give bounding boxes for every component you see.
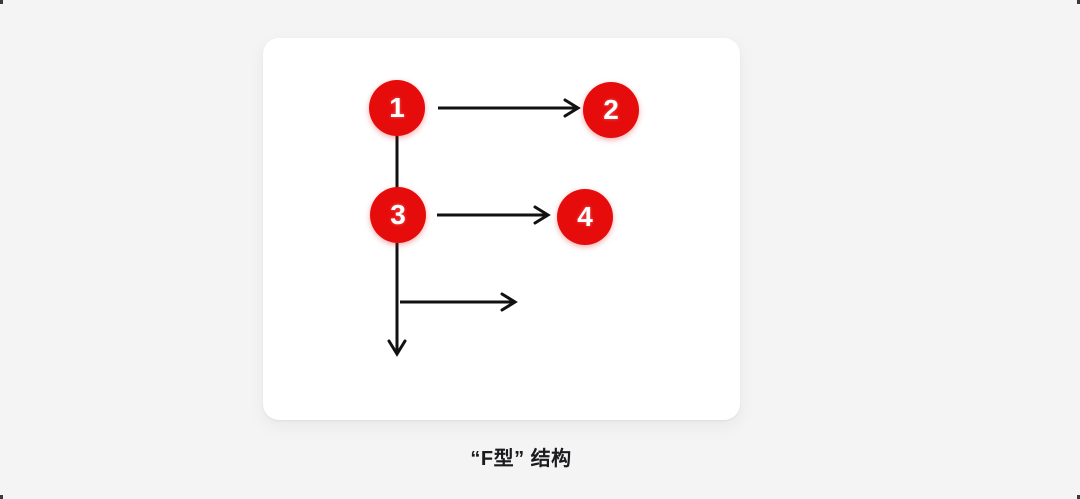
node-4: 4	[557, 189, 613, 245]
node-1: 1	[369, 80, 425, 136]
screen-corner-artifact	[1077, 0, 1080, 4]
screen-corner-artifact	[0, 0, 3, 4]
screen-corner-artifact	[0, 495, 3, 499]
screen-corner-artifact	[1077, 495, 1080, 499]
diagram-card	[263, 38, 740, 420]
node-3: 3	[370, 187, 426, 243]
caption: “F型” 结构	[470, 448, 572, 470]
node-2: 2	[583, 82, 639, 138]
